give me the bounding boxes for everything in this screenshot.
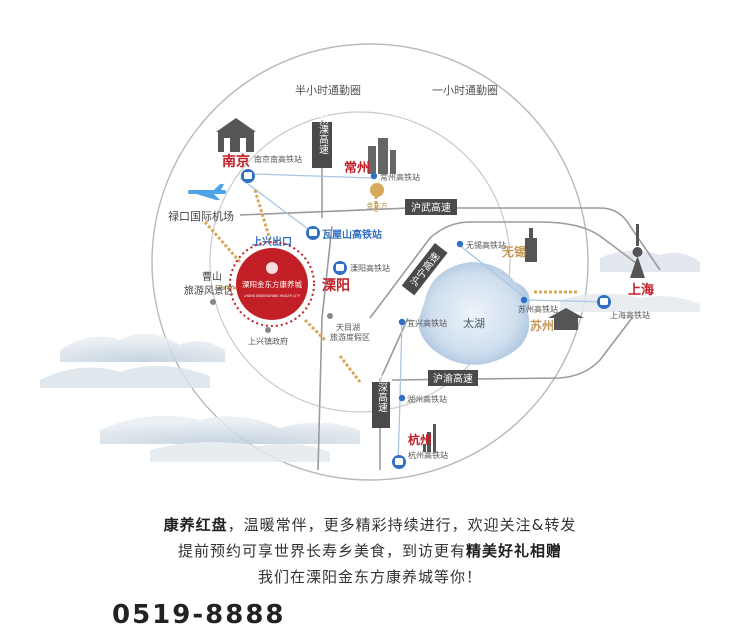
road-changshen	[379, 317, 409, 470]
commute-map: 半小时通勤圈 一小时通勤圈 太湖	[40, 43, 700, 481]
station-yixing: 宜兴高铁站	[407, 318, 447, 328]
rail-hangzhou	[397, 319, 403, 465]
station-liyang: 溧阳高铁站	[350, 263, 390, 273]
station-wasu: 瓦屋山高铁站	[322, 228, 382, 241]
road-liyang-west	[317, 225, 333, 471]
pin-icon	[210, 299, 333, 333]
caption-line-3: 我们在溧阳金东方康养城等你！	[0, 566, 740, 587]
building-icon	[216, 118, 256, 152]
highway-label-huwu: 沪武高速	[405, 199, 457, 215]
svg-text:沪渝高速: 沪渝高速	[433, 372, 473, 385]
half-hour-ring-label: 半小时通勤圈	[295, 83, 361, 97]
tower-icon	[630, 224, 645, 278]
place-airport: 禄口国际机场	[168, 209, 234, 223]
gold-link-south	[338, 355, 362, 383]
road-hunan	[369, 221, 641, 319]
highway-label-yangli: 扬溧高速	[312, 113, 332, 168]
station-hangzhou: 杭州高铁站	[408, 450, 448, 460]
train-icon	[597, 295, 611, 309]
mountain-clouds-left	[40, 333, 360, 462]
taihu-label: 太湖	[463, 317, 485, 330]
caption-line-2: 提前预约可享世界长寿乡美食，到访更有精美好礼相赠	[0, 540, 740, 561]
highway-label-changshen: 长深高速	[372, 372, 390, 428]
project-name: 溧阳金东方康养城	[242, 279, 302, 289]
station-suzhou: 苏州高铁站	[518, 304, 558, 314]
place-shangxing-exit: 上兴出口	[252, 235, 292, 248]
city-shanghai: 上海	[628, 282, 654, 298]
place-tianmu-1: 天目湖	[336, 323, 360, 332]
pagoda-icon	[548, 308, 584, 330]
caption-text-2: 提前预约可享世界长寿乡美食，到访更有	[177, 542, 466, 560]
phone-number: 0519-8888	[112, 600, 286, 630]
station-huzhou: 湖州高铁站	[407, 394, 447, 404]
city-changzhou: 常州	[344, 160, 370, 176]
building-icon	[368, 138, 396, 174]
half-hour-ring	[209, 111, 511, 413]
tower-icon	[423, 424, 436, 452]
rail-nanjing-changzhou	[254, 173, 373, 179]
one-hour-ring-label: 一小时通勤圈	[432, 84, 498, 97]
train-icon	[241, 169, 255, 183]
train-icon	[392, 455, 406, 469]
airplane-icon	[188, 184, 226, 200]
city-nanjing: 南京	[222, 153, 250, 170]
city-liyang: 溧阳	[322, 277, 350, 294]
bus-icon	[333, 261, 347, 275]
road-huwu	[239, 207, 661, 271]
road-huyu	[391, 317, 633, 381]
pin-icon	[370, 172, 528, 402]
place-tianmu-2: 旅游度假区	[330, 332, 370, 342]
city-suzhou: 苏州	[530, 318, 554, 333]
city-wuxi: 无锡	[501, 244, 526, 259]
place-caoshan-2: 旅游风景区	[184, 284, 234, 297]
one-hour-ring	[151, 43, 589, 481]
svg-text:沪武高速: 沪武高速	[411, 201, 451, 214]
caption-text-1: ，温暖常伴，更多精彩持续进行，欢迎关注&转发	[227, 516, 577, 534]
caption-text-3: 我们在溧阳金东方康养城等你！	[257, 568, 482, 586]
station-shanghai: 上海高铁站	[610, 310, 650, 320]
station-changzhou: 常州高铁站	[380, 172, 420, 182]
caption-strong-1: 康养红盘	[163, 516, 228, 534]
place-shangxing-gov: 上兴镇政府	[248, 336, 288, 346]
city-hangzhou: 杭州	[408, 432, 432, 447]
caption-strong-2: 精美好礼相赠	[466, 542, 563, 560]
svg-text:扬溧高速: 扬溧高速	[317, 113, 329, 154]
highway-label-huyu: 沪渝高速	[428, 370, 478, 386]
gold-link-airport	[203, 221, 242, 263]
gold-link-nanjing	[253, 189, 272, 241]
caption-line-1: 康养红盘，温暖常伴，更多精彩持续进行，欢迎关注&转发	[0, 514, 740, 535]
tower-icon	[525, 228, 537, 262]
place-caoshan-1: 曹山	[202, 270, 222, 283]
svg-text:长深高速: 长深高速	[376, 372, 388, 412]
brand-badge: 金东方	[367, 183, 388, 210]
train-icon	[306, 226, 320, 240]
svg-text:金东方: 金东方	[367, 201, 388, 210]
station-wuxi: 无锡高铁站	[466, 240, 506, 250]
mountain-clouds-right	[560, 250, 700, 312]
rail-wuxi-shanghai	[457, 243, 609, 303]
project-logo: 溧阳金东方康养城 LIYANG JINDONGFANG HEALTH CITY	[229, 241, 315, 327]
station-nanjing-south: 南京南高铁站	[254, 154, 302, 164]
taihu-lake	[418, 262, 530, 365]
project-name-en: LIYANG JINDONGFANG HEALTH CITY	[244, 294, 301, 298]
rail-wasu	[239, 177, 313, 233]
